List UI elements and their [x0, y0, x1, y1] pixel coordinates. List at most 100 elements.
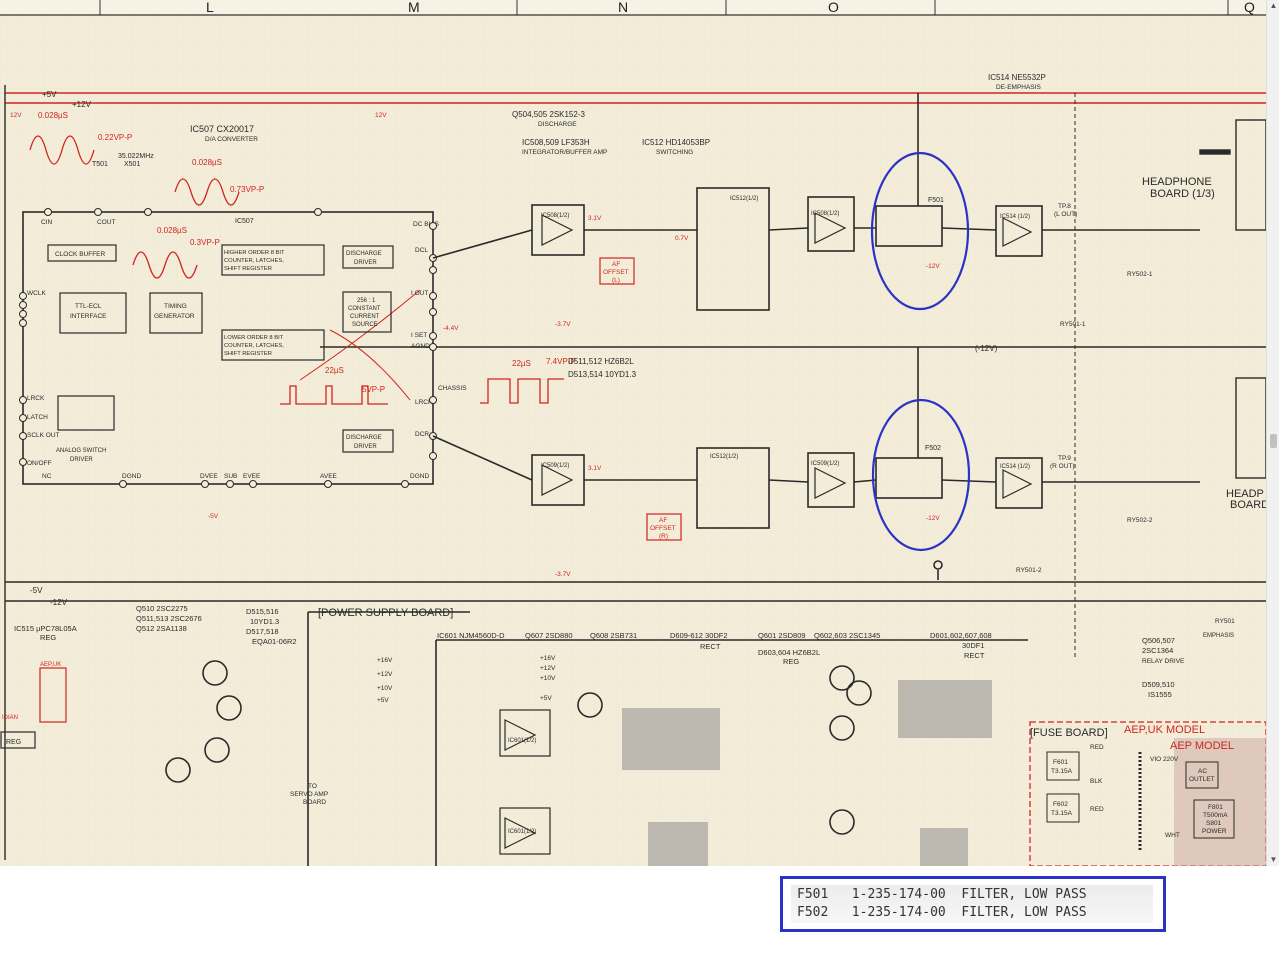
pin-cout: COUT — [97, 219, 115, 226]
parts-row-f501: F501 1-235-174-00 FILTER, LOW PASS — [797, 887, 1087, 902]
part-description: FILTER, LOW PASS — [961, 905, 1087, 920]
d601-rect: RECT — [964, 651, 985, 660]
headphone-board-label-1: HEADPHONE — [1142, 176, 1212, 188]
d517-sublabel: EQA01-06R2 — [252, 637, 297, 646]
wire-red-2: RED — [1090, 806, 1104, 813]
ry501-label: RY501 — [1215, 618, 1235, 625]
vertical-scrollbar[interactable]: ▲ ▼ — [1266, 0, 1279, 866]
timing-label-2: GENERATOR — [154, 313, 195, 320]
ic512b-label: IC512(1/2) — [710, 454, 738, 460]
pin-lrck-right: LRCK — [415, 399, 433, 406]
af-offset-right-3: (R) — [659, 533, 668, 540]
scroll-up-icon[interactable]: ▲ — [1269, 1, 1278, 10]
grid-letter-q: Q — [1244, 0, 1255, 15]
s801-label: S801 — [1206, 820, 1222, 827]
ry501-1-label: RY501-1 — [1060, 321, 1086, 328]
q601-label: Q601 2SD809 — [758, 631, 806, 640]
analog-switch-label-2: DRIVER — [70, 457, 93, 463]
d517-label: D517,518 — [246, 627, 279, 636]
signal-chain-components — [432, 93, 1200, 660]
grid-letter-o: O — [828, 0, 839, 15]
pin-chassis: CHASSIS — [438, 385, 467, 392]
ic508b-label: IC508(1/2) — [811, 211, 839, 217]
left-aep-box — [39, 667, 67, 723]
ic512-sublabel: SWITCHING — [656, 149, 693, 156]
pin-dcl: DCL — [415, 247, 428, 254]
d603-sublabel: REG — [783, 657, 799, 666]
pin-sclk: SCLK OUT — [27, 432, 60, 439]
s801-sublabel: POWER — [1202, 828, 1227, 835]
headphone-board-label-2: BOARD (1/3) — [1150, 188, 1215, 200]
f502-label: F502 — [925, 445, 941, 452]
rail-minus5v: -5V — [30, 586, 43, 595]
pin-nc: NC — [42, 473, 52, 480]
pin-cin: CIN — [41, 219, 53, 226]
rail-minus12v-b: -12V — [50, 598, 68, 607]
f801-label: F801 — [1208, 804, 1223, 811]
ac-outlet-label-1: AC — [1198, 768, 1207, 775]
lower-order-label-2: COUNTER, LATCHES, — [224, 343, 284, 349]
pin-latch: LATCH — [27, 414, 48, 421]
wave2-amplitude: 0.73VP-P — [230, 185, 264, 194]
fuse-board — [1029, 721, 1266, 866]
clock-buffer-label: CLOCK BUFFER — [55, 251, 106, 258]
discharge-driver-bottom-1: DISCHARGE — [346, 435, 382, 441]
d601-label: D601,602,607,608 — [930, 631, 992, 640]
ic512-label: IC512 HD14053BP — [642, 138, 710, 147]
q511-label: Q511,513 2SC2676 — [136, 614, 202, 623]
d509-label: D509,510 — [1142, 680, 1175, 689]
scroll-down-icon[interactable]: ▼ — [1269, 855, 1278, 864]
q512-label: Q512 2SA1138 — [136, 624, 187, 633]
f501-label: F501 — [928, 197, 944, 204]
v-12v-left: 12V — [10, 112, 22, 119]
discharge-driver-bottom-2: DRIVER — [354, 444, 377, 450]
part-description: FILTER, LOW PASS — [961, 887, 1087, 902]
discharge-driver-top-1: DISCHARGE — [346, 251, 382, 257]
wave3-period: 0.028µS — [157, 226, 187, 235]
d603-label: D603,604 HZ6B2L — [758, 648, 820, 657]
part-number: 1-235-174-00 — [851, 887, 946, 902]
wire-wht: WHT — [1165, 832, 1180, 839]
v-12v-mid: 12V — [375, 112, 387, 119]
power-rails — [4, 85, 1266, 860]
v-minus-3v7-b: -3.7V — [555, 571, 571, 578]
ic515-label: IC515 µPC78L05A — [14, 624, 77, 633]
af-offset-boxes — [599, 257, 682, 541]
lower-order-label-1: LOWER ORDER 8 BIT — [224, 335, 284, 341]
v-minus-4v4: -4.4V — [443, 325, 459, 332]
scroll-thumb[interactable] — [1270, 434, 1277, 448]
output-labels: TP.8 (L OUT) TP.9 (R OUT) RY502-1 RY502-… — [1016, 203, 1153, 574]
rail-tag-5v-b: +5V — [540, 695, 552, 702]
highlight-f501 — [870, 151, 970, 311]
d609-label: D609-612 30DF2 — [670, 631, 728, 640]
f602-rating: T3.15A — [1051, 810, 1073, 817]
servo-board-label-1: TO — [308, 783, 317, 790]
ic509b-label: IC509(1/2) — [811, 461, 839, 467]
power-supply-labels: Q510 2SC2275 Q511,513 2SC2676 Q512 2SA11… — [14, 604, 1235, 806]
pin-dcr: DCR — [415, 431, 429, 438]
pin-evee: EVEE — [243, 473, 261, 480]
servo-board-label-2: SERVO AMP — [290, 791, 328, 798]
f601-label: F601 — [1053, 759, 1068, 766]
ry501-2-label: RY501-2 — [1016, 567, 1042, 574]
rail-tag-16v-b: +16V — [540, 655, 556, 662]
analog-switch-label-1: ANALOG SWITCH — [56, 448, 106, 454]
ic507-block-labels: CLOCK BUFFER TTL-ECL INTERFACE TIMING GE… — [55, 250, 382, 463]
rail-tag-16v: +16V — [377, 657, 393, 664]
highlight-f502 — [871, 398, 971, 552]
ac-outlet-label-2: OUTLET — [1189, 776, 1215, 783]
rail-tag-10v-b: +10V — [540, 675, 556, 682]
part-ref: F501 — [797, 887, 829, 902]
wire-blk: BLK — [1090, 778, 1103, 785]
af-offset-left-2: OFFSET — [603, 269, 629, 276]
d515-label: D515,516 — [246, 607, 279, 616]
af-offset-left-1: AF — [612, 261, 620, 268]
pin-agnd: AGND — [411, 343, 430, 350]
d509-sublabel: IS1555 — [1148, 690, 1172, 699]
ic515-sublabel: REG — [40, 633, 56, 642]
ic508-sublabel: INTEGRATOR/BUFFER AMP — [522, 149, 607, 156]
ic514-label: IC514 NE5532P — [988, 73, 1046, 82]
pin-circles — [19, 208, 437, 488]
q506-role: RELAY DRIVE — [1142, 658, 1185, 665]
af-offset-left-3: (L) — [612, 277, 620, 284]
